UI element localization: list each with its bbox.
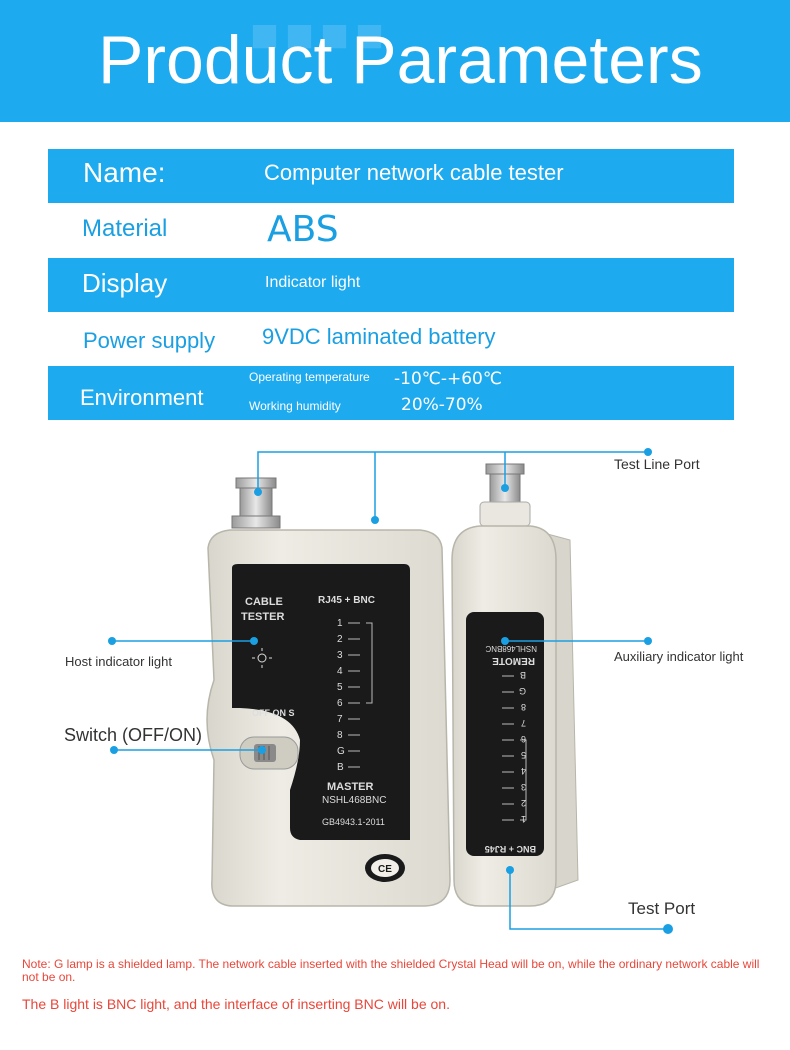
remote-name: REMOTE: [492, 655, 535, 666]
callout-test-line-port: Test Line Port: [614, 456, 700, 472]
callout-host-indicator: Host indicator light: [65, 654, 172, 669]
led-label: 6: [337, 698, 343, 709]
callout-lines: [108, 448, 673, 934]
remote-panel: [466, 612, 544, 856]
master-standard: GB4943.1-2011: [322, 817, 385, 827]
remote-model-number: NSHL468BNC: [485, 644, 537, 653]
working-humidity-value: 20%-70%: [401, 395, 483, 415]
led-label: G: [519, 686, 526, 696]
remote-mode-label: BNC + RJ45: [485, 844, 536, 854]
callout-auxiliary-indicator: Auxiliary indicator light: [614, 649, 744, 664]
param-row-name: Name: Computer network cable tester: [48, 149, 734, 203]
led-label: B: [337, 762, 344, 773]
param-label: Power supply: [83, 328, 216, 353]
led-label: G: [337, 746, 345, 757]
led-label: 2: [337, 634, 343, 645]
param-label: Display: [82, 268, 168, 298]
led-label: 3: [337, 650, 343, 661]
remote-panel-text: NSHL468BNC REMOTE BNC + RJ45 B G 8 7 6 5…: [485, 644, 537, 854]
param-value: 9VDC laminated battery: [262, 324, 496, 349]
master-brand-line2: TESTER: [241, 611, 284, 623]
page-title: Product Parameters: [98, 22, 703, 98]
operating-temperature-value: -10℃-+60℃: [394, 369, 502, 389]
param-row-display: Display Indicator light: [48, 258, 734, 312]
note-bnc-light: The B light is BNC light, and the interf…: [22, 996, 450, 1012]
led-label: 1: [521, 814, 526, 824]
param-label: Material: [82, 215, 168, 242]
host-indicator-light: [252, 648, 272, 668]
master-panel: [232, 564, 410, 840]
master-bnc-connector: [231, 477, 281, 529]
param-value: Indicator light: [265, 274, 361, 291]
led-label: 7: [521, 718, 526, 728]
led-label: 4: [521, 766, 526, 776]
remote-led-ticks: [502, 675, 527, 821]
header-decoration: ■■■■: [250, 9, 390, 62]
master-model-name: MASTER: [327, 781, 374, 793]
param-label: Name:: [83, 157, 166, 188]
param-row-power: Power supply 9VDC laminated battery: [48, 312, 734, 366]
led-label: 4: [337, 666, 343, 677]
power-switch[interactable]: [239, 736, 299, 770]
operating-temperature-label: Operating temperature: [249, 370, 370, 384]
ce-badge: [365, 854, 405, 882]
led-label: 1: [337, 618, 343, 629]
led-label: 3: [521, 782, 526, 792]
param-row-environment: Environment Operating temperature -10℃-+…: [48, 366, 734, 420]
param-value: ABS: [267, 209, 339, 250]
callout-switch: Switch (OFF/ON): [64, 725, 202, 745]
param-row-material: Material ABS: [48, 203, 734, 257]
param-label: Environment: [80, 385, 204, 410]
led-label: 8: [337, 730, 343, 741]
led-label: 7: [337, 714, 343, 725]
master-led-ticks: [348, 622, 373, 768]
ce-mark: CE: [378, 864, 392, 875]
callout-test-port: Test Port: [628, 899, 695, 918]
param-value: Computer network cable tester: [264, 160, 564, 185]
led-label: 2: [521, 798, 526, 808]
led-label: 5: [337, 682, 343, 693]
master-brand-line1: CABLE: [245, 596, 283, 608]
led-label: B: [520, 670, 526, 680]
led-label: 8: [521, 702, 526, 712]
led-label: 5: [521, 750, 526, 760]
led-label: 6: [521, 734, 526, 744]
switch-text: OFF ON S: [252, 708, 295, 718]
note-shielded-lamp: Note: G lamp is a shielded lamp. The net…: [22, 957, 760, 984]
master-mode-label: RJ45 + BNC: [318, 595, 375, 606]
header-banner: ■■■■ Product Parameters: [0, 0, 790, 122]
master-led-labels: 1 2 3 4 5 6 7 8 G B: [337, 618, 345, 773]
master-model-number: NSHL468BNC: [322, 795, 386, 806]
working-humidity-label: Working humidity: [249, 399, 341, 413]
